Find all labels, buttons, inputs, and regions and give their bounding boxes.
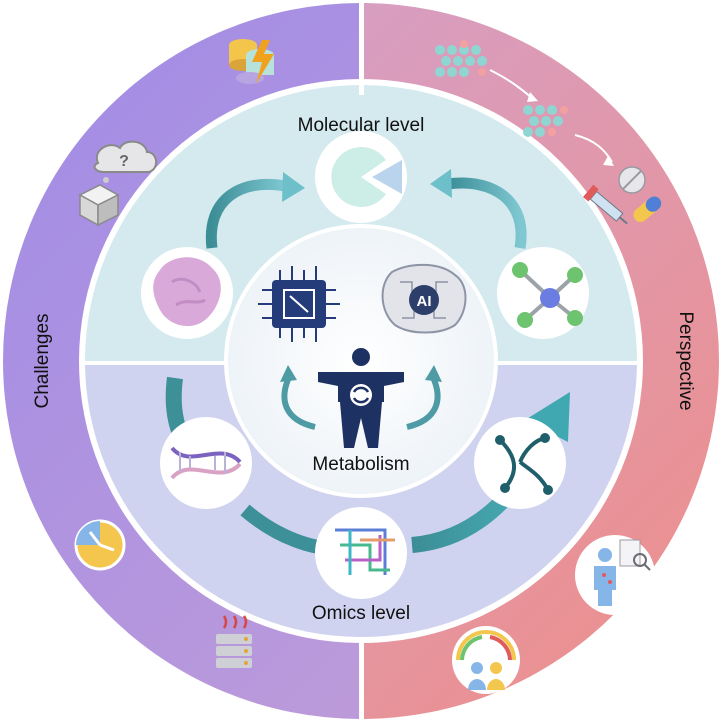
perspective-label: Perspective: [675, 311, 696, 410]
vertical-divider-top: [359, 80, 364, 95]
patient-report-icon: [575, 535, 655, 615]
drug-pill-syringe-icon: [583, 166, 662, 225]
server-heat-icon: [216, 615, 252, 668]
pathway-network-icon: [315, 507, 407, 599]
ai-badge: AI: [417, 293, 432, 310]
challenges-label: Challenges: [32, 313, 53, 408]
branching-network-icon: [474, 417, 566, 509]
molecular-cycle-arrows: [205, 169, 527, 249]
database-lightning-icon: [229, 39, 274, 84]
molecule-ball-stick-icon: [497, 247, 589, 339]
human-metabolism-icon: [318, 348, 404, 448]
center-cycle-arrows: [280, 365, 442, 430]
neural-network-icon: [435, 40, 614, 166]
omics-up-arrowhead: [525, 392, 570, 442]
dna-helix-icon: [160, 417, 252, 509]
metabolism-label: Metabolism: [312, 454, 409, 475]
protein-blob-icon: [141, 247, 233, 339]
omics-level-label: Omics level: [312, 603, 410, 624]
molecular-level-label: Molecular level: [298, 115, 425, 136]
question-cloud-cube-icon: ?: [78, 140, 158, 227]
pacman-ligand-icon: [315, 131, 407, 223]
community-gauge-icon: [452, 626, 520, 694]
svg-text:?: ?: [119, 153, 129, 170]
clock-icon: [74, 519, 126, 571]
circuit-chip-icon: [258, 266, 340, 342]
ai-brain-icon: AI: [381, 263, 467, 334]
